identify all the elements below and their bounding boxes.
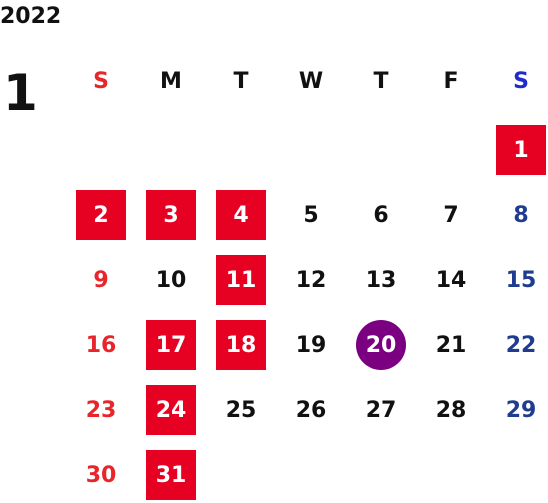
calendar-day-18[interactable]: 18 (216, 320, 266, 370)
calendar-day-26[interactable]: 26 (295, 397, 327, 423)
year-label: 2022 (0, 4, 62, 29)
calendar-day-11[interactable]: 11 (216, 255, 266, 305)
calendar-day-4[interactable]: 4 (216, 190, 266, 240)
calendar-day-31[interactable]: 31 (146, 450, 196, 500)
weekday-header-friday: F (443, 68, 459, 94)
calendar-day-29[interactable]: 29 (505, 397, 537, 423)
month-number: 1 (3, 64, 38, 122)
calendar-day-14[interactable]: 14 (435, 267, 467, 293)
calendar-day-24[interactable]: 24 (146, 385, 196, 435)
calendar-day-8[interactable]: 8 (513, 202, 529, 228)
calendar-day-today[interactable]: 20 (356, 320, 406, 370)
weekday-header-tuesday: T (233, 68, 249, 94)
weekday-header-thursday: T (373, 68, 389, 94)
calendar-day-5[interactable]: 5 (303, 202, 319, 228)
calendar-day-12[interactable]: 12 (295, 267, 327, 293)
calendar-day-30[interactable]: 30 (85, 462, 117, 488)
calendar-day-3[interactable]: 3 (146, 190, 196, 240)
calendar-day-23[interactable]: 23 (85, 397, 117, 423)
calendar-day-19[interactable]: 19 (295, 332, 327, 358)
calendar-day-25[interactable]: 25 (225, 397, 257, 423)
calendar-day-1[interactable]: 1 (496, 125, 546, 175)
calendar-day-16[interactable]: 16 (85, 332, 117, 358)
calendar-day-9[interactable]: 9 (93, 267, 109, 293)
calendar-day-2[interactable]: 2 (76, 190, 126, 240)
weekday-header-saturday: S (513, 68, 529, 94)
weekday-header-wednesday: W (298, 68, 324, 94)
calendar-day-10[interactable]: 10 (155, 267, 187, 293)
calendar-day-13[interactable]: 13 (365, 267, 397, 293)
calendar-day-21[interactable]: 21 (435, 332, 467, 358)
weekday-header-sunday: S (93, 68, 109, 94)
calendar-day-17[interactable]: 17 (146, 320, 196, 370)
calendar-day-28[interactable]: 28 (435, 397, 467, 423)
weekday-header-monday: M (160, 68, 182, 94)
calendar-day-7[interactable]: 7 (443, 202, 459, 228)
calendar-day-15[interactable]: 15 (505, 267, 537, 293)
calendar-day-27[interactable]: 27 (365, 397, 397, 423)
calendar-day-22[interactable]: 22 (505, 332, 537, 358)
calendar-day-6[interactable]: 6 (373, 202, 389, 228)
